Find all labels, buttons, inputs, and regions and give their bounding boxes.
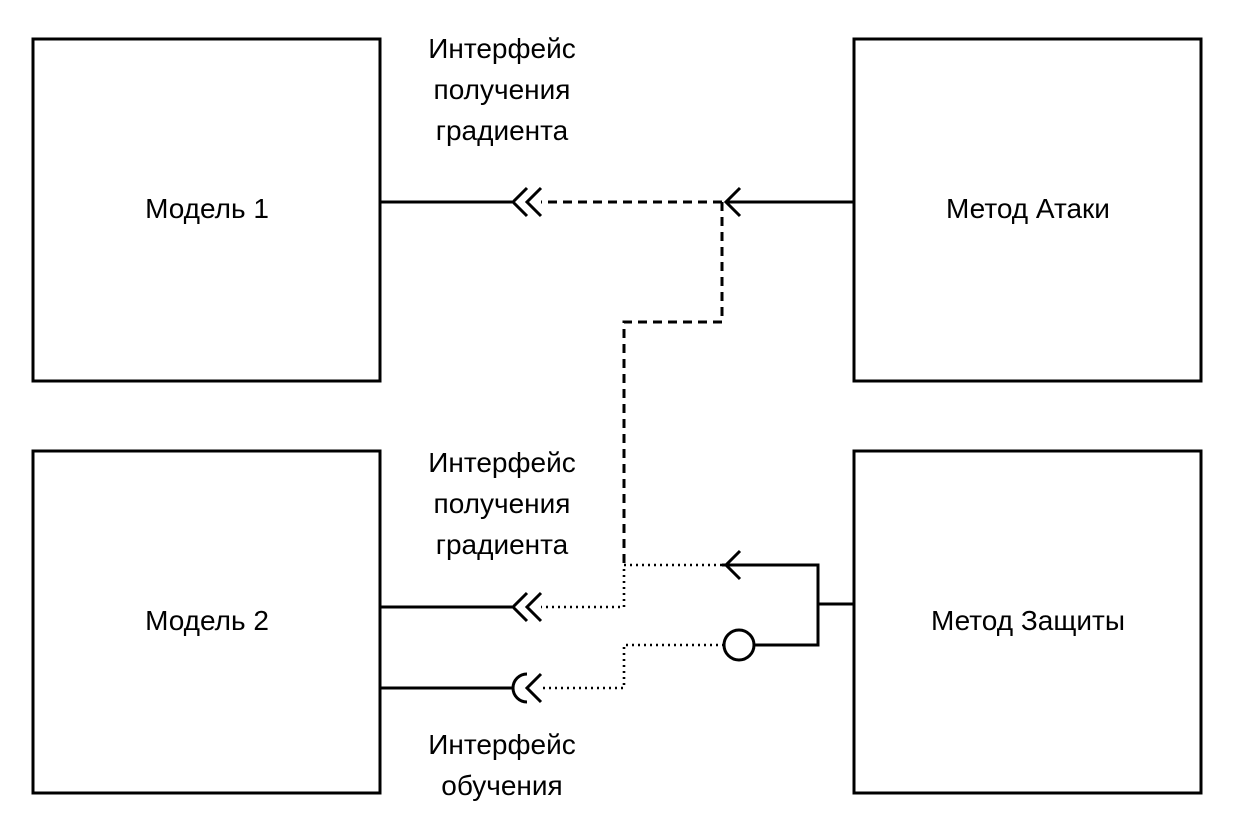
defense-to-model-2-gradient-dotted-link bbox=[541, 563, 722, 609]
double-chevron-socket-icon bbox=[510, 186, 529, 218]
defense-to-model-2-training-dotted-link bbox=[541, 643, 724, 690]
interface-label-line: градиента bbox=[436, 529, 569, 560]
chevron-socket-icon bbox=[723, 549, 742, 581]
attack-method-box bbox=[852, 37, 1203, 383]
interface-label-line: Интерфейс bbox=[428, 729, 576, 760]
lollipop-interface-icon bbox=[722, 628, 756, 662]
model-1-label: Модель 1 bbox=[145, 193, 269, 224]
attack-to-model-2-dashed-link bbox=[622, 202, 724, 565]
double-chevron-socket-icon bbox=[524, 591, 543, 623]
double-chevron-socket-icon bbox=[510, 591, 529, 623]
gradient-interface-mid-label: Интерфейс получения градиента bbox=[428, 447, 576, 560]
model-2-label: Модель 2 bbox=[145, 605, 269, 636]
half-circle-socket-icon bbox=[511, 672, 528, 704]
interface-label-line: обучения bbox=[441, 770, 562, 801]
gradient-interface-top-label: Интерфейс получения градиента bbox=[428, 33, 576, 146]
attack-method-label: Метод Атаки bbox=[946, 193, 1110, 224]
training-interface-label: Интерфейс обучения bbox=[428, 729, 576, 801]
model-1-box bbox=[31, 37, 382, 383]
defense-method-box bbox=[852, 449, 1203, 795]
chevron-socket-icon bbox=[524, 672, 543, 704]
chevron-socket-icon bbox=[723, 186, 742, 218]
defense-method-label: Метод Защиты bbox=[931, 605, 1125, 636]
defense-method-branch bbox=[722, 563, 820, 647]
interface-label-line: получения bbox=[434, 74, 571, 105]
model-2-box bbox=[31, 449, 382, 795]
interface-label-line: Интерфейс bbox=[428, 33, 576, 64]
double-chevron-socket-icon bbox=[524, 186, 543, 218]
interface-label-line: Интерфейс bbox=[428, 447, 576, 478]
interface-label-line: градиента bbox=[436, 115, 569, 146]
interface-label-line: получения bbox=[434, 488, 571, 519]
